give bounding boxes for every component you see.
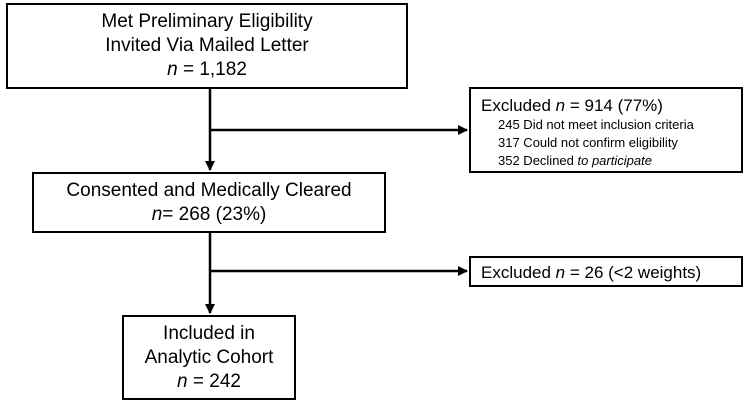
excluded-label: Excluded bbox=[481, 263, 556, 282]
count-value: = 242 bbox=[187, 371, 241, 392]
reason-text: 352 Declined bbox=[498, 153, 578, 168]
eligibility-title: Met Preliminary Eligibility bbox=[101, 11, 313, 32]
count-value: = 268 (23%) bbox=[162, 204, 267, 225]
consented-title: Consented and Medically Cleared bbox=[66, 180, 352, 201]
n-symbol: n bbox=[177, 371, 188, 392]
consented-count: n= 268 (23%) bbox=[34, 203, 384, 227]
n-symbol: n bbox=[555, 263, 566, 282]
reason-text-italic: to participate bbox=[577, 153, 652, 168]
consented-box: Consented and Medically Cleared n= 268 (… bbox=[32, 172, 386, 233]
eligibility-count: n = 1,182 bbox=[8, 58, 406, 82]
analytic-cohort-box: Included in Analytic Cohort n = 242 bbox=[122, 315, 296, 400]
n-symbol: n bbox=[151, 204, 163, 225]
exclusion-reason-item: 317 Could not confirm eligibility bbox=[498, 135, 678, 150]
count-value: = 914 (77%) bbox=[565, 96, 663, 115]
excluded-1-header: Excluded n = 914 (77%) bbox=[481, 95, 741, 116]
excluded-box-2: Excluded n = 26 (<2 weights) bbox=[469, 256, 743, 287]
count-value: = 1,182 bbox=[177, 59, 247, 80]
exclusion-reason-item: 245 Did not meet inclusion criteria bbox=[498, 117, 694, 132]
exclusion-reason-item: 352 Declined to participate bbox=[481, 152, 741, 170]
count-value: = 26 (<2 weights) bbox=[565, 263, 702, 282]
cohort-title: Included in bbox=[163, 323, 255, 344]
cohort-count: n = 242 bbox=[124, 370, 294, 394]
cohort-subtitle: Analytic Cohort bbox=[144, 347, 274, 368]
excluded-box-1: Excluded n = 914 (77%) 245 Did not meet … bbox=[469, 87, 743, 173]
eligibility-box: Met Preliminary Eligibility Invited Via … bbox=[6, 3, 408, 89]
eligibility-subtitle: Invited Via Mailed Letter bbox=[105, 35, 309, 56]
n-symbol: n bbox=[167, 59, 178, 80]
n-symbol: n bbox=[555, 96, 566, 115]
excluded-label: Excluded bbox=[481, 96, 556, 115]
